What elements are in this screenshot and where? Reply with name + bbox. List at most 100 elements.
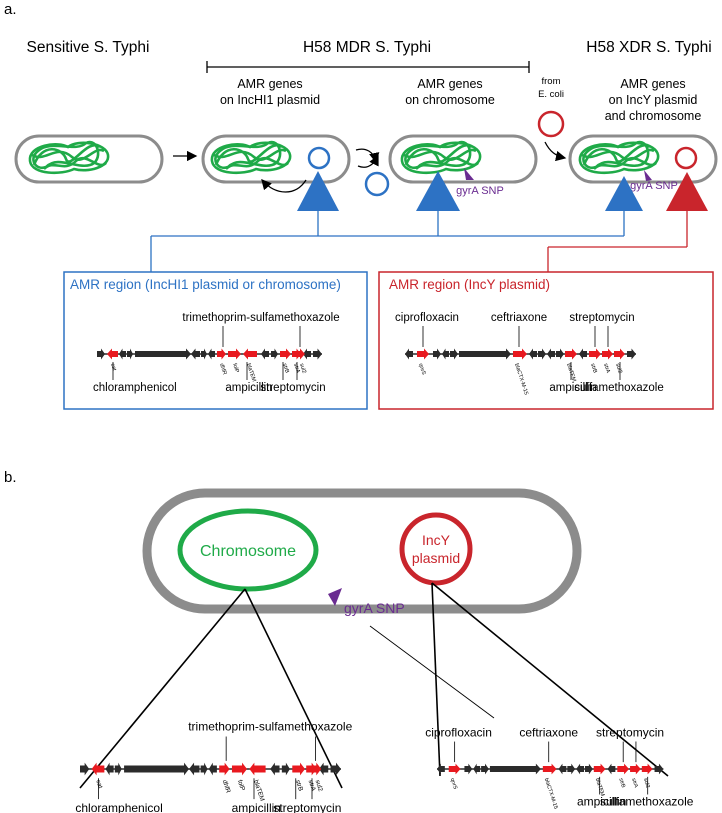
amr-box-blue (63, 271, 368, 410)
gene-black-0 (80, 762, 90, 776)
lost-plasmid-icon (364, 171, 390, 197)
panel-b-letter: b. (4, 469, 17, 486)
mdr-chrom-label-1: AMR genes (417, 77, 482, 91)
gene-sul2 (309, 762, 322, 776)
cell-sensitive (14, 134, 164, 184)
gene-folP (228, 348, 241, 360)
gene-black-4 (191, 348, 200, 360)
gyra-snp-xdr-icon (644, 170, 652, 181)
gene-label-strA: strA (292, 363, 301, 374)
gene-blaTEM (249, 762, 266, 776)
gene-label-strB: strB (617, 778, 626, 789)
gene-black-7 (576, 763, 584, 775)
stage-xdr-label: H58 XDR S. Typhi (586, 39, 712, 56)
xdr-label-1: AMR genes (620, 77, 685, 91)
label-trimethoprim: trimethoprim-sulfamethoxazole (188, 720, 352, 734)
zoom-lines-right (431, 582, 669, 777)
mdr-plasmid-label-2: on IncHI1 plasmid (220, 93, 320, 107)
gene-black-1 (105, 762, 114, 776)
gene-label-folP: folP (231, 363, 240, 374)
gene-cat (107, 348, 118, 360)
chromosome-mdr1-icon (210, 140, 292, 175)
gene-dhfR (217, 348, 226, 360)
gene-sul2 (295, 348, 305, 360)
gene-black-9 (579, 348, 587, 360)
gene-black-1 (433, 348, 441, 360)
gene-label-sul2: sul2 (614, 363, 623, 374)
label-streptomycin: streptomycin (569, 312, 634, 324)
incy-plasmid-icon (674, 146, 698, 170)
gene-label-strA: strA (602, 363, 611, 374)
label-ceftriaxone: ceftriaxone (519, 726, 578, 740)
gene-label-blaTEM: blaTEM (245, 363, 257, 383)
gene-label-sul2: sul2 (298, 363, 307, 374)
gene-blaTEM (565, 348, 577, 360)
gene-black-8 (556, 348, 564, 360)
chromosome-label: Chromosome (200, 543, 296, 560)
gene-black-6 (208, 348, 215, 360)
gene-black-1 (464, 763, 473, 775)
gene-folP (231, 762, 248, 776)
gene-black-4 (489, 763, 541, 775)
label-streptomycin: streptomycin (596, 726, 664, 740)
label-sulfamethoxazole: sulfamethoxazole (574, 382, 664, 394)
cell-mdr-chromosome (388, 134, 538, 184)
cell-mdr-plasmid (201, 134, 351, 184)
gene-label-qnrS: qnrS (417, 363, 426, 376)
gene-label-blaCTX: blaCTX-M-15 (543, 778, 559, 810)
gene-black-2 (114, 762, 122, 776)
amr-box-red (378, 271, 714, 410)
gene-black-10 (313, 348, 322, 360)
gene-label-strA: strA (630, 778, 639, 789)
red-connector (547, 211, 688, 272)
gene-dhfR (219, 762, 230, 776)
gene-map-b-left: catdhfRfolPblaTEMstrBstrAsul2trimethopri… (75, 720, 352, 813)
arrow-3 (544, 141, 567, 162)
gene-black-0 (437, 763, 445, 775)
gene-black-2 (442, 348, 449, 360)
gene-cat (91, 762, 105, 776)
label-ampicillin: ampicillin (225, 382, 272, 394)
chromosome-ring (177, 508, 319, 592)
plasmid-label-2: plasmid (412, 550, 460, 566)
amr-box-red-title: AMR region (IncY plasmid) (389, 277, 550, 292)
amr-box-blue-title: AMR region (IncHI1 plasmid or chromosome… (70, 277, 341, 292)
gyra-snp-mdr-icon (464, 168, 474, 180)
gene-black-10 (627, 348, 636, 360)
gene-blaTEM (243, 348, 257, 360)
gene-black-4 (189, 762, 200, 776)
gene-label-qnrS: qnrS (449, 778, 458, 791)
gene-sul2 (614, 348, 625, 360)
gene-black-1 (119, 348, 126, 360)
label-ciprofloxacin: ciprofloxacin (425, 726, 492, 740)
gene-label-blaCTX: blaCTX-M-15 (513, 363, 529, 396)
zoom-lines-left (79, 588, 343, 789)
stage-mdr-label: H58 MDR S. Typhi (303, 39, 431, 56)
gene-label-strB: strB (589, 363, 598, 374)
label-ampicillin: ampicillin (549, 382, 596, 394)
gene-black-3 (124, 762, 190, 776)
chromosome-sensitive-icon (28, 140, 110, 175)
gene-black-3 (450, 348, 458, 360)
amr-triangle-mdr1 (297, 171, 339, 211)
gene-black-2 (127, 348, 133, 360)
xdr-label-2: on IncY plasmid (609, 93, 698, 107)
arrow-2a (355, 148, 380, 164)
gene-black-5 (558, 763, 567, 775)
gene-label-dhfR: dhfR (218, 363, 227, 376)
gene-black-5 (529, 348, 537, 360)
gene-label-strB: strB (294, 779, 304, 792)
chromosome-mdr2-icon (400, 140, 482, 175)
gyra-to-cipro-line (369, 625, 495, 719)
gene-strB (617, 763, 630, 775)
gene-label-folP: folP (236, 779, 246, 792)
label-chloramphenicol: chloramphenicol (93, 382, 177, 394)
gene-black-10 (330, 762, 341, 776)
gene-black-7 (270, 762, 280, 776)
gene-black-9 (303, 348, 311, 360)
gene-label-dhfR: dhfR (221, 779, 232, 794)
gene-black-6 (538, 348, 546, 360)
gene-black-5 (201, 348, 207, 360)
